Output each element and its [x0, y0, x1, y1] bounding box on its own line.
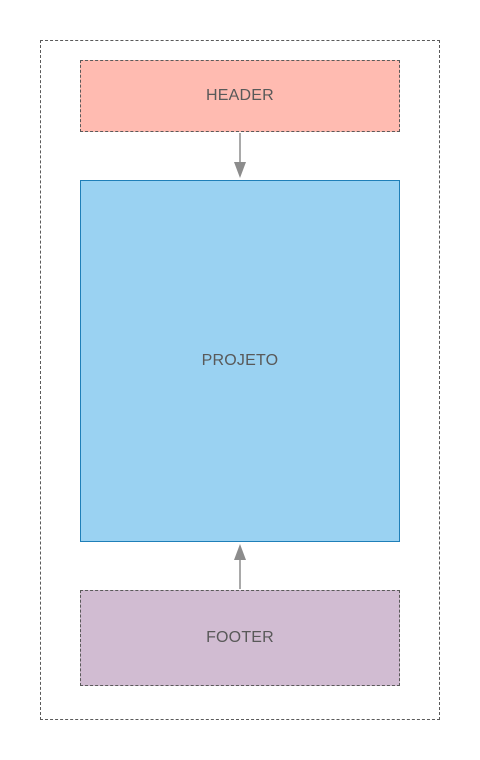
header-label: HEADER — [206, 87, 274, 104]
header-box[interactable]: HEADER — [80, 60, 400, 132]
projeto-box[interactable]: PROJETO — [80, 180, 400, 542]
footer-box[interactable]: FOOTER — [80, 590, 400, 686]
projeto-label: PROJETO — [201, 352, 279, 369]
footer-label: FOOTER — [206, 629, 274, 646]
outer-page-frame — [40, 40, 440, 720]
